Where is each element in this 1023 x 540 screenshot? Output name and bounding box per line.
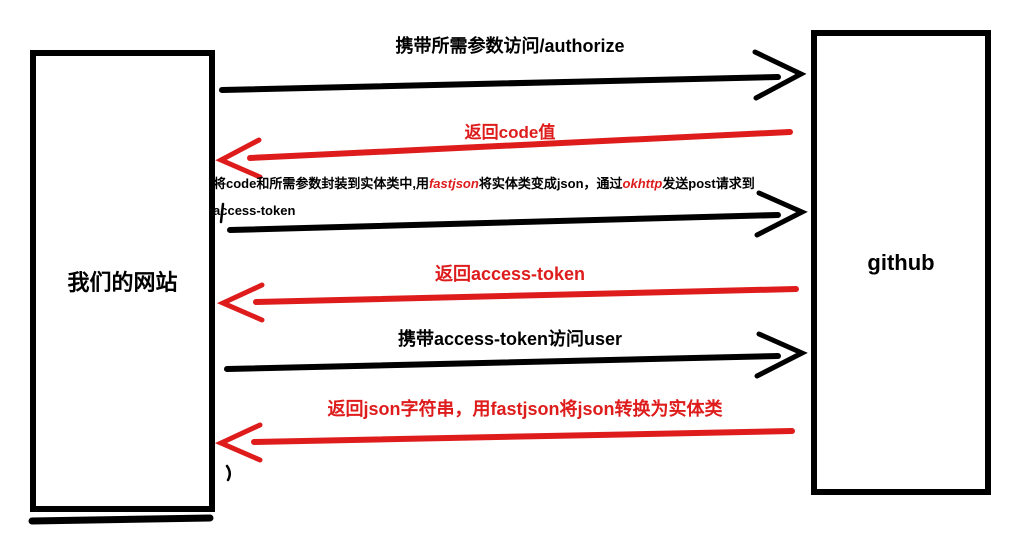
note-segment-2: 将实体类变成json，通过 [478,176,623,191]
message-return-access-token-label: 返回access-token [434,264,586,284]
message-access-user-label: 携带access-token访问user [397,329,623,349]
note-segment-fastjson: fastjson [428,176,479,191]
note-segment-3: 发送post请求到 [662,176,755,191]
actor-github: github [811,30,991,495]
note-fastjson-okhttp: 将code和所需参数封装到实体类中,用fastjson将实体类变成json，通过… [213,170,798,224]
message-authorize-label: 携带所需参数访问/authorize [395,36,625,56]
arrow-access-user-right [224,331,808,379]
actor-github-label: github [867,249,935,275]
arrow-return-code-left [215,129,793,180]
arrow-authorize-right [219,49,807,101]
note-segment-1: 将code和所需参数封装到实体类中,用 [213,176,429,191]
actor-our-website: 我们的网站 [30,50,215,512]
stray-marks [28,202,231,525]
message-return-code-label: 返回code值 [464,123,556,142]
message-return-json-label: 返回json字符串，用fastjson将json转换为实体类 [327,399,723,419]
note-line2: access-token [213,203,296,218]
arrow-post-access-token-right [227,190,808,238]
arrow-return-json-left [214,422,795,463]
actor-our-website-label: 我们的网站 [67,270,178,295]
note-segment-okhttp: okhttp [622,176,663,191]
arrow-return-access-token-left [216,282,799,323]
